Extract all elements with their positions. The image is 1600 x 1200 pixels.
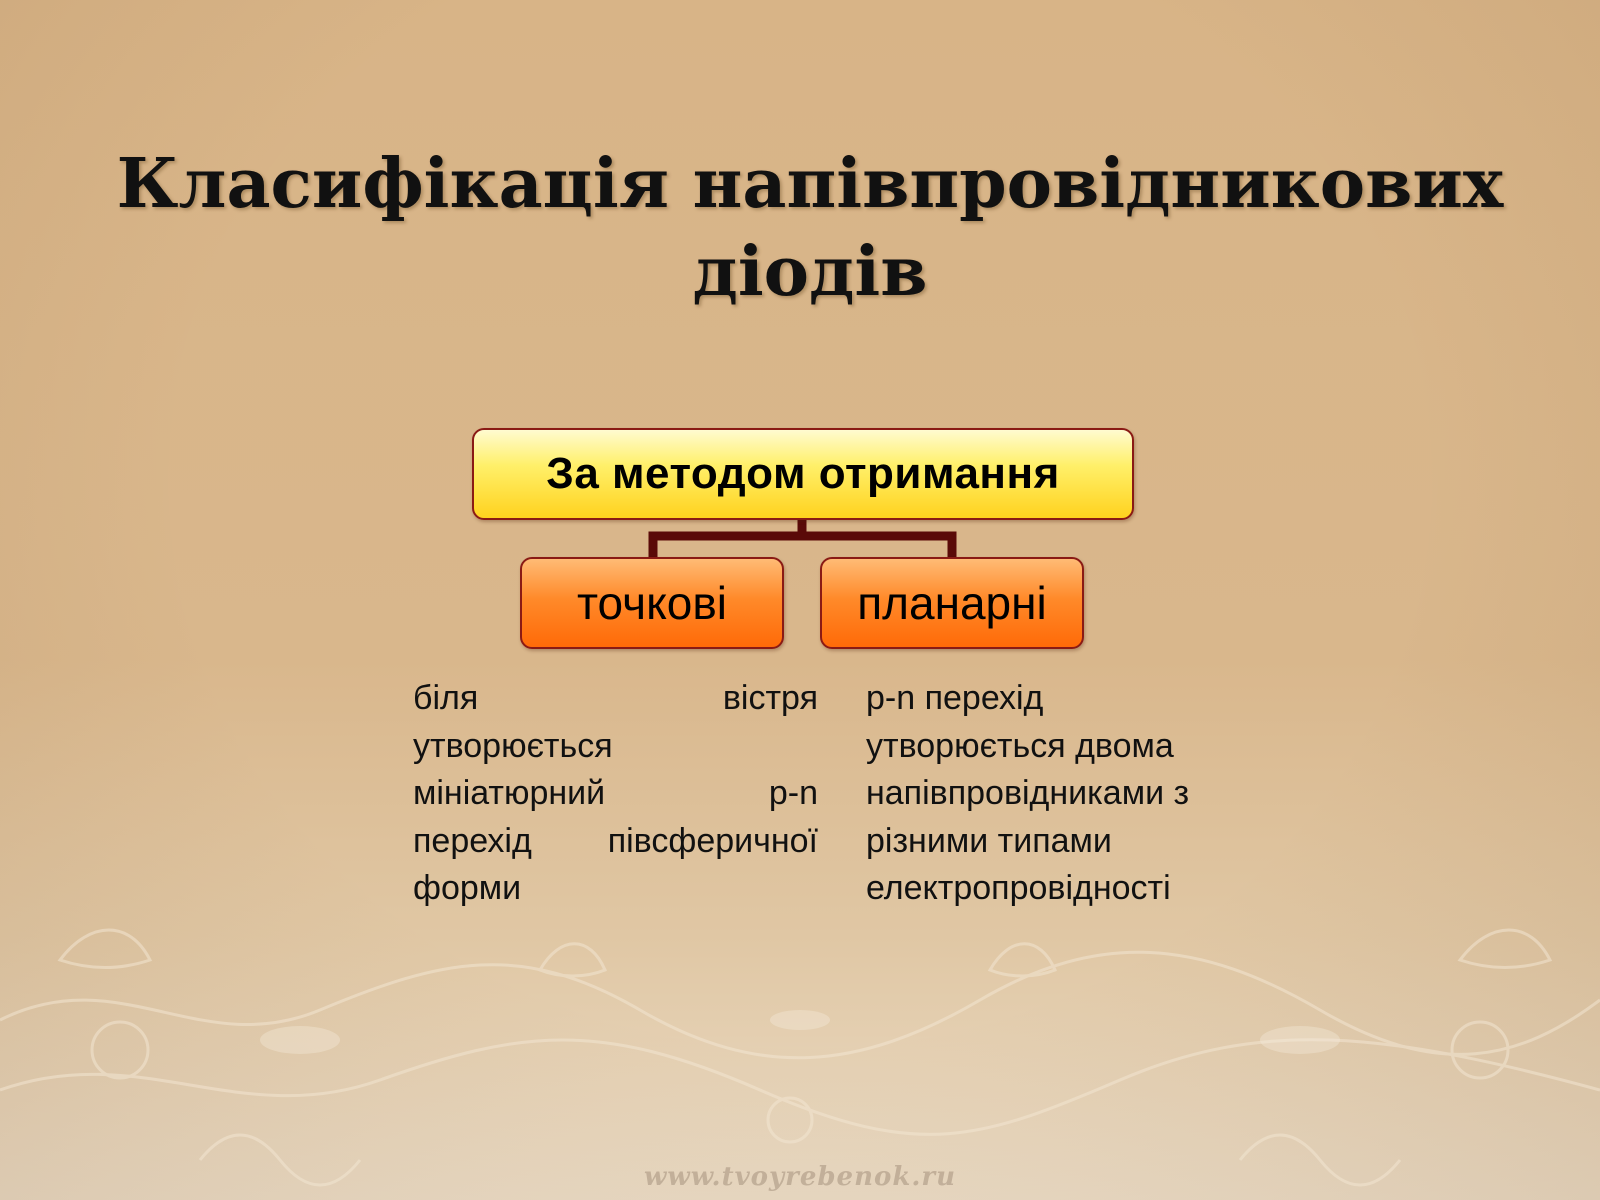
description-line: перехід півсферичної (413, 821, 818, 860)
child-node-planar: планарні (820, 557, 1084, 649)
description-line: утворюється (413, 726, 613, 765)
description-line: електропровідності (866, 869, 1171, 907)
description-planar: p-n перехід утворюється двома напівпрові… (866, 675, 1266, 913)
description-point: біля вістря утворюється мініатюрний p-n … (413, 675, 818, 913)
description-line: мініатюрний p-n (413, 774, 818, 812)
title-line-1: Класифікація напівпровідникових (116, 144, 1504, 224)
root-node-label: За методом отримання (546, 449, 1060, 498)
child-node-label: точкові (577, 577, 727, 629)
description-line: утворюється двома (866, 726, 1174, 765)
child-node-point: точкові (520, 557, 784, 649)
description-line: форми (413, 869, 522, 907)
root-node: За методом отримання (472, 428, 1134, 520)
watermark: www.tvoyrebenok.ru (643, 1162, 957, 1192)
description-line: різними типами (866, 821, 1112, 860)
slide-title: Класифікація напівпровідникових діодів (100, 140, 1520, 316)
description-line: p-n перехід (866, 679, 1044, 717)
title-line-2: діодів (692, 232, 928, 312)
description-line: напівпровідниками з (866, 774, 1190, 812)
description-line: біля вістря (413, 679, 818, 717)
floral-ornament (0, 928, 1600, 1187)
child-node-label: планарні (857, 577, 1047, 629)
